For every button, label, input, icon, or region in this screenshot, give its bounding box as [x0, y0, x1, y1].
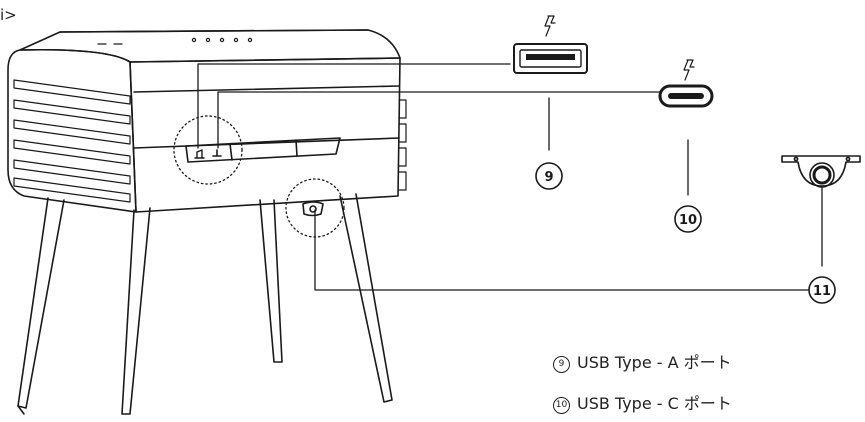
leader-audio [314, 209, 809, 291]
legend-text-usb-c: USB Type - C ポート [577, 394, 732, 413]
leg-front-right [339, 193, 393, 403]
callout-11: 11 [813, 284, 831, 299]
leg-front-mid [121, 207, 151, 415]
side-vents [13, 79, 131, 203]
callout-circle-10 [674, 205, 702, 233]
legend-text-usb-a: USB Type - A ポート [577, 353, 732, 372]
usb-a-port-detail [513, 43, 588, 74]
cabinet-side [7, 48, 137, 213]
callout-9: 9 [544, 170, 553, 185]
legend-marker-10: 10 [553, 397, 570, 414]
cabinet-front [129, 57, 401, 213]
callout-circle-11 [808, 276, 836, 304]
callout-circle-9 [535, 162, 563, 190]
legend-item-usb-a: 9 USB Type - A ポート [553, 349, 732, 373]
legend-item-usb-c: 10 USB Type - C ポート [553, 390, 732, 414]
front-port-panel [185, 137, 341, 163]
bottom-jack [302, 201, 324, 217]
port-highlight-circle [173, 115, 243, 185]
legend-marker-9: 9 [553, 356, 570, 373]
callout-10: 10 [679, 213, 697, 228]
lightning-icon [544, 15, 556, 37]
corner-text: i> [0, 6, 17, 24]
leader-usb-c [217, 91, 661, 149]
audio-jack-detail [781, 155, 861, 188]
panel-usb-c-symbol [212, 149, 222, 157]
panel-usb-a-symbol [194, 149, 205, 159]
right-vents [398, 99, 407, 191]
leg-front-left [17, 197, 65, 409]
top-controls [97, 37, 253, 45]
lightning-icon [683, 59, 695, 81]
cabinet-top [19, 29, 401, 63]
usb-c-port-detail [658, 84, 714, 108]
leg-back-right [259, 199, 283, 363]
leader-usb-a [197, 63, 511, 149]
